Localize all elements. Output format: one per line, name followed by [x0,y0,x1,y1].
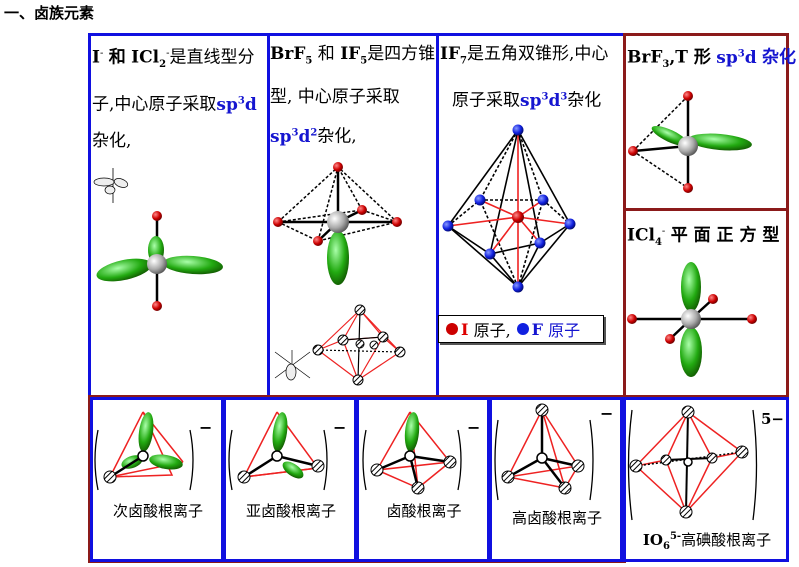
pentagonal-bipyramid-model [443,125,576,293]
caption-periodate: IO65-高碘酸根离子 [626,529,788,552]
charge-halate: − [467,418,480,437]
caption-halite: 亚卤酸根离子 [226,500,356,521]
square-pyramid-ball-model [273,162,402,285]
atom-legend: I 原子, F 原子 [438,315,604,343]
caption-hypohalite: 次卤酸根离子 [93,500,223,521]
i-atom-legend-dot [446,323,458,335]
charge-periodate: 5− [761,410,784,428]
halate-model [371,411,456,494]
caption-perhalate: 高卤酸根离子 [492,507,622,528]
linear-molecule-model [95,211,224,311]
periodate-model [630,406,748,518]
charge-hypohalite: − [199,418,212,437]
f-atom-legend-dot [517,323,529,335]
perhalate-model [502,404,584,494]
charge-halite: − [333,418,346,437]
hypohalite-model [104,411,184,483]
orbital-sketch-icon [275,350,310,380]
octahedron-sketch [313,305,405,385]
trigonal-sketch-icon [94,168,129,203]
charge-perhalate: − [600,404,613,423]
caption-halate: 卤酸根离子 [359,500,489,521]
halite-model [238,411,324,483]
t-shape-model [628,91,753,193]
square-planar-model [627,262,757,377]
